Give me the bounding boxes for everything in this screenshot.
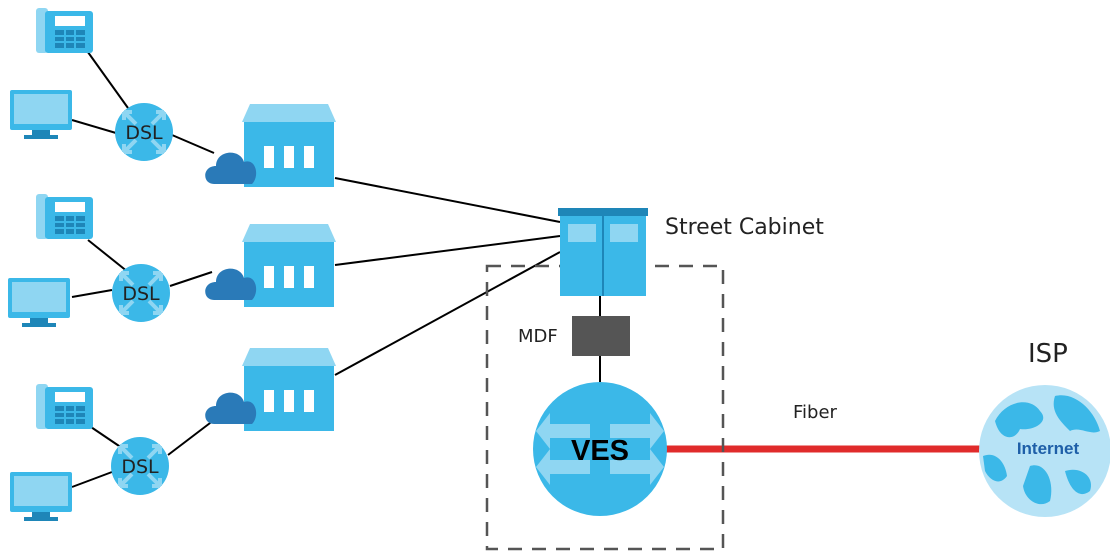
globe-icon: [979, 385, 1110, 517]
cloud-icon: [205, 268, 257, 300]
link-pc2-dsl2: [71, 289, 113, 298]
computer-icon: [10, 472, 72, 521]
ves-enclosure-dashed-box: [485, 264, 725, 551]
phone-icon: [36, 8, 93, 53]
dsl-hub-icon: [115, 103, 173, 161]
dsl-label: DSL: [125, 122, 163, 144]
cloud-icon: [205, 392, 257, 424]
mdf-label: MDF: [518, 326, 558, 347]
link-phone3-dsl3: [87, 424, 126, 451]
link-pc1-dsl1: [71, 119, 117, 134]
link-dsl2-building2: [169, 271, 213, 287]
phone-icon: [36, 384, 93, 429]
cloud-icon: [205, 152, 257, 184]
link-dsl1-building1: [171, 134, 215, 154]
ves-label: VES: [571, 435, 629, 467]
dsl-label: DSL: [122, 283, 160, 305]
street-cabinet-label: Street Cabinet: [665, 215, 824, 240]
dsl-label: DSL: [121, 456, 159, 478]
mdf-icon: [572, 316, 630, 356]
link-building3-cabinet: [334, 251, 561, 376]
isp-label: ISP: [1028, 339, 1068, 369]
link-dsl3-building3: [167, 419, 215, 456]
street-cabinet-icon: [558, 208, 648, 296]
dsl-hub-icon: [111, 437, 169, 495]
link-building1-cabinet: [334, 177, 561, 223]
internet-label: Internet: [1017, 439, 1080, 458]
phone-icon: [36, 194, 93, 239]
computer-icon: [10, 90, 72, 139]
building-icon: [242, 224, 336, 307]
link-phone2-dsl2: [87, 239, 129, 273]
link-building2-cabinet: [334, 235, 561, 266]
ves-switch-icon: [533, 382, 667, 516]
dsl-hub-icon: [112, 264, 170, 322]
fiber-label: Fiber: [793, 402, 838, 423]
building-icon: [242, 348, 336, 431]
link-pc3-dsl3: [71, 471, 113, 488]
link-phone1-dsl1: [84, 47, 129, 109]
building-icon: [242, 104, 336, 187]
computer-icon: [8, 278, 70, 327]
connections: [71, 47, 601, 488]
